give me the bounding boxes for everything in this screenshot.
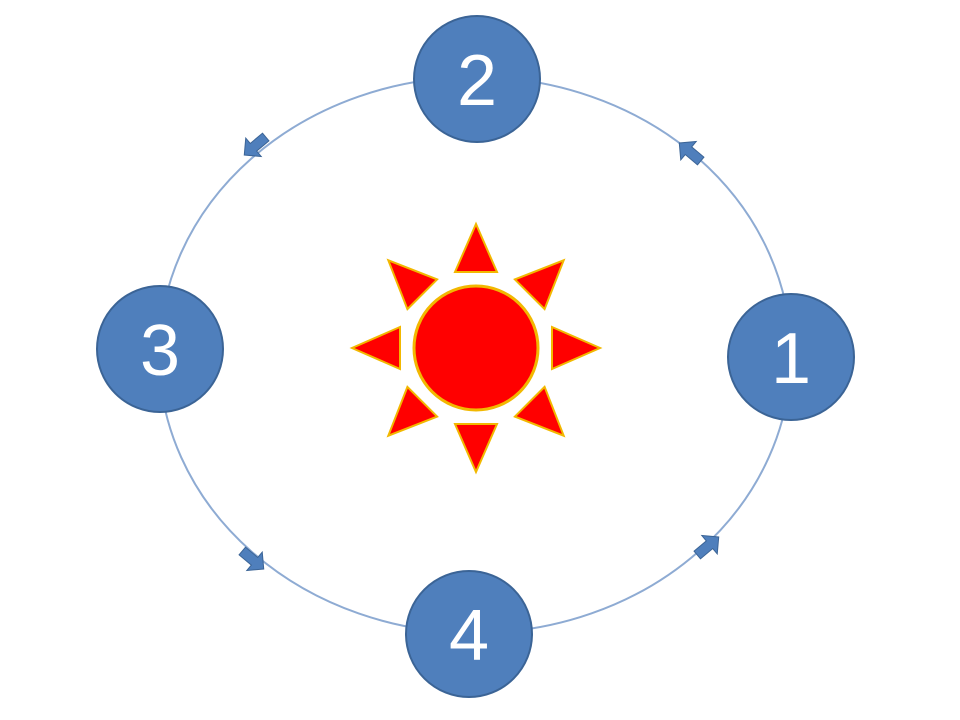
- orbit-node-label: 2: [457, 41, 497, 121]
- orbit-node-circle: [96, 285, 224, 413]
- direction-arrow-icon: [243, 132, 270, 158]
- sun-core: [412, 284, 540, 412]
- orbit-node-circle: [405, 570, 533, 698]
- sun-ray: [386, 258, 439, 311]
- orbit-node-circle: [727, 293, 855, 421]
- direction-arrows: [238, 132, 720, 572]
- direction-arrow-icon: [693, 534, 720, 560]
- sun-ray: [386, 385, 439, 438]
- orbit-node-label: 1: [771, 319, 811, 399]
- orbit-node-3: 3: [96, 285, 224, 413]
- direction-arrow-icon: [678, 140, 705, 166]
- sun-rays: [349, 221, 603, 475]
- orbit-node-label: 3: [140, 311, 180, 391]
- sun-icon: [349, 221, 603, 475]
- direction-arrow-icon: [238, 546, 265, 572]
- sun-ray: [551, 325, 603, 371]
- sun-ray: [453, 221, 499, 273]
- orbit-node-1: 1: [727, 293, 855, 421]
- orbit-node-2: 2: [413, 15, 541, 143]
- sun-ray: [513, 385, 566, 438]
- orbit-node-circle: [413, 15, 541, 143]
- orbit-node-label: 4: [449, 596, 489, 676]
- sun-ray: [453, 423, 499, 475]
- orbit-node-4: 4: [405, 570, 533, 698]
- sun-ray: [513, 258, 566, 311]
- sun-ray: [349, 325, 401, 371]
